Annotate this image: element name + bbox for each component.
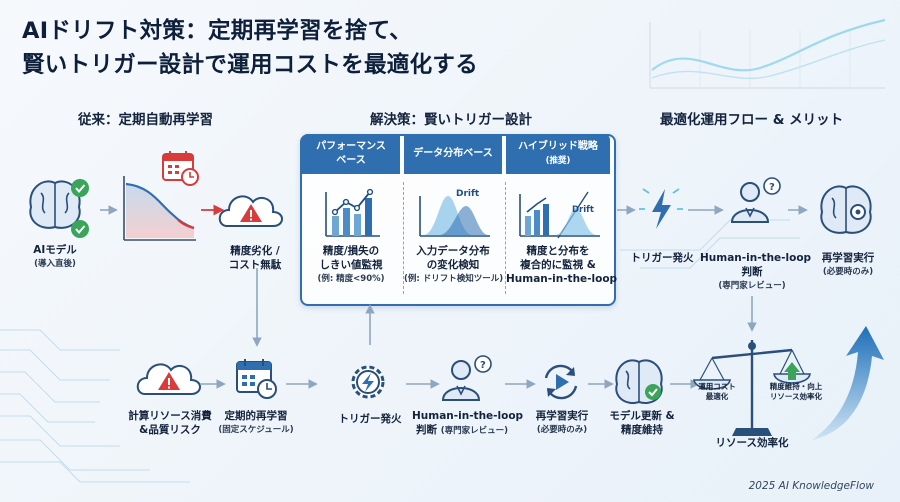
decorative-circuit-lines <box>0 219 800 483</box>
result-label: リソース効率化 <box>715 437 789 449</box>
check-badge-icon <box>71 179 89 197</box>
hybrid-description: 精度と分布を 複合的に監視 & Human-in-the-loop <box>506 245 618 285</box>
section-solution-heading: 解決策：賢いトリガー設計 <box>370 112 532 128</box>
svg-text:?: ? <box>769 182 775 193</box>
performance-description: 精度/損失の しきい値監視 (例: 精度<90%) <box>317 245 385 284</box>
decline-chart-icon <box>123 176 196 241</box>
page-title: AIドリフト対策：定期再学習を捨て、 賢いトリガー設計で運用コストを最適化する <box>22 14 582 82</box>
degrade-label: 精度劣化 / コスト無駄 <box>228 245 282 271</box>
risk-label: 計算リソース消費 &品質リスク <box>128 410 212 436</box>
section-legacy-heading: 従来：定期自動再学習 <box>78 112 213 128</box>
column-head-distribution: データ分布ベース <box>404 134 502 174</box>
bar-chart-trend-icon <box>325 188 380 237</box>
title-line-2: 賢いトリガー設計で運用コストを最適化する <box>22 52 479 78</box>
column-head-performance: パフォーマンス ベース <box>302 134 400 174</box>
person-question-icon: ? <box>441 355 492 401</box>
hitl-label: Human-in-the-loop 判断 (専門家レビュー) <box>412 410 524 436</box>
hitl-label: Human-in-the-loop 判断 (専門家レビュー) <box>700 252 812 291</box>
cloud-warning-icon <box>136 363 201 395</box>
person-question-icon: ? <box>730 177 781 223</box>
column-divider <box>403 182 404 294</box>
trigger-label: トリガー発火 <box>338 413 402 425</box>
section-optimized-heading: 最適化運用フロー & メリット <box>660 112 844 128</box>
up-arrow-icon <box>784 362 800 380</box>
retrain-label: 再学習実行 (必要時のみ) <box>821 252 875 277</box>
growth-arrow-icon <box>812 326 884 440</box>
distribution-description: 入力データ分布 の変化検知 (例: ドリフト検知ツール) <box>404 245 504 284</box>
model-label: AIモデル (導入直後) <box>33 244 77 269</box>
scheduled-retrain-label: 定期的再学習 (固定スケジュール) <box>218 410 294 435</box>
footer-credit: 2025 AI KnowledgeFlow <box>748 480 874 492</box>
lightning-icon <box>639 188 683 229</box>
gear-lightning-icon <box>351 365 385 399</box>
model-update-label: モデル更新 & 精度維持 <box>609 410 675 436</box>
svg-text:?: ? <box>480 360 486 371</box>
calendar-clock-icon <box>236 359 277 399</box>
drift-chart-label: Drift <box>456 189 480 199</box>
balance-scale-icon <box>693 340 811 436</box>
refresh-play-icon <box>544 364 578 400</box>
brain-check-icon <box>615 359 663 404</box>
title-line-1: AIドリフト対策：定期再学習を捨て、 <box>22 18 413 44</box>
check-badge-icon <box>71 220 89 238</box>
drift-chart-label: Drift <box>572 205 594 215</box>
column-divider <box>505 182 506 294</box>
calendar-clock-icon <box>162 151 199 186</box>
brain-icon <box>29 180 81 229</box>
brain-gear-icon <box>820 185 872 234</box>
trigger-label: トリガー発火 <box>630 252 694 264</box>
hybrid-chart-icon <box>519 191 600 239</box>
cloud-warning-icon <box>218 195 283 227</box>
scale-right-label: 精度維持・向上 リソース効率化 <box>769 382 823 401</box>
scale-left-label: 運用コスト 最適化 <box>698 382 736 401</box>
distribution-curves-icon <box>419 196 490 237</box>
column-head-hybrid: ハイブリッド戦略 (推奨) <box>506 134 610 174</box>
retrain-label: 再学習実行 (必要時のみ) <box>535 410 589 435</box>
decorative-wave-chart <box>649 18 886 89</box>
